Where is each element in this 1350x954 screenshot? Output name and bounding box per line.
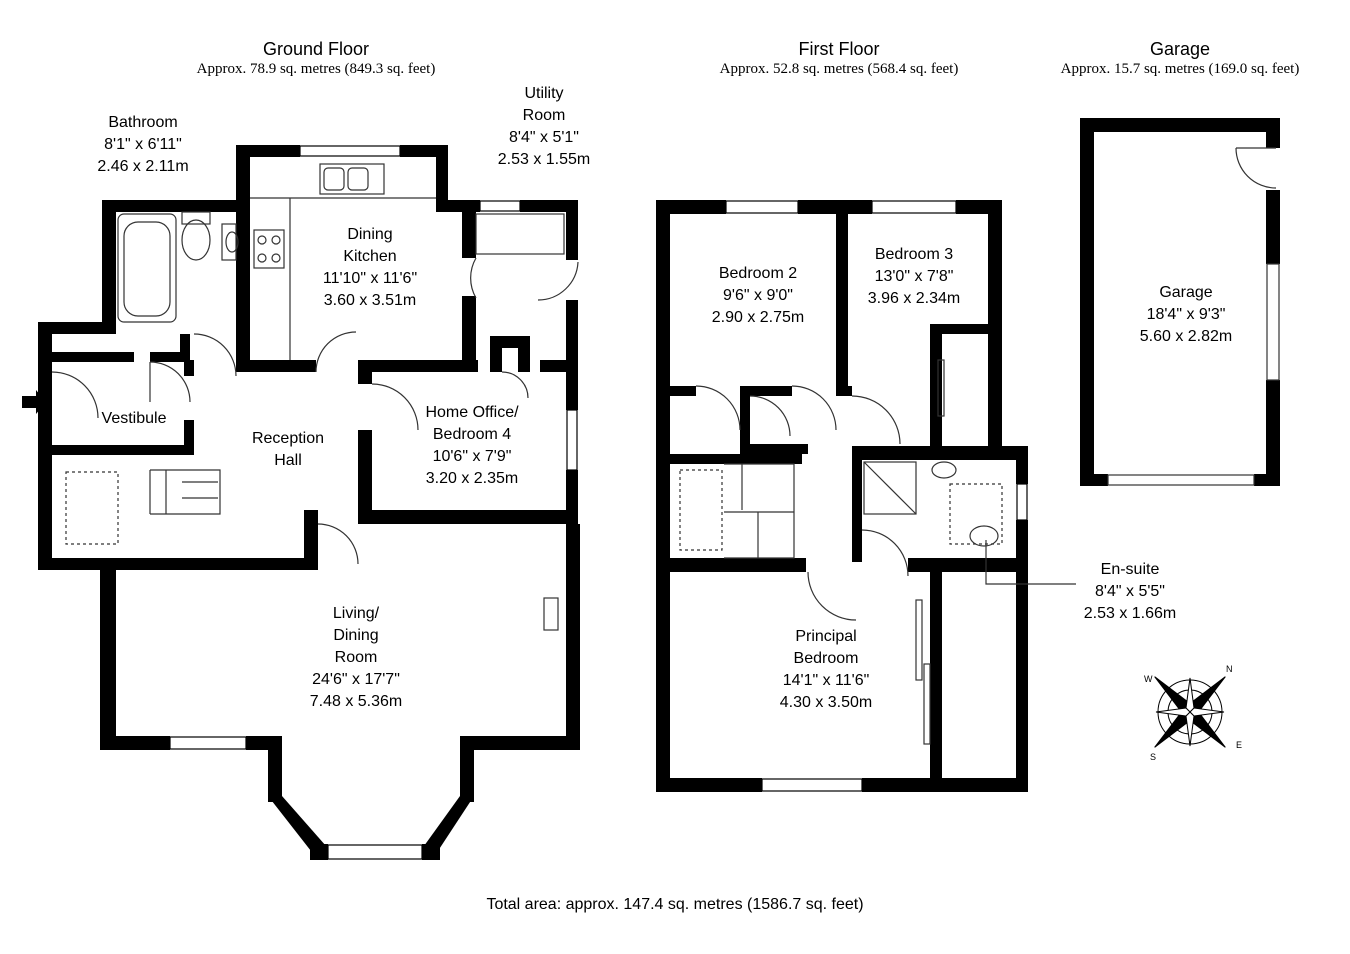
compass-letter-s: S (1150, 752, 1156, 762)
room-label-utility: Utility Room 8'4" x 5'1" 2.53 x 1.55m (498, 83, 591, 171)
room-name-line2: Dining (333, 627, 379, 644)
room-size-imperial: 8'1" x 6'11" (104, 136, 182, 153)
room-name: Living/ (332, 605, 380, 622)
garage-fixtures (1107, 147, 1280, 486)
room-size-metric: 3.60 x 3.51m (323, 292, 417, 309)
room-name: Garage (1159, 284, 1213, 301)
garage-title: Garage (1149, 39, 1211, 59)
room-label-kitchen: Dining Kitchen 11'10" x 11'6" 3.60 x 3.5… (323, 224, 417, 312)
compass-rose-icon: W N E S (1144, 664, 1242, 762)
room-size-imperial: 24'6" x 17'7" (312, 671, 400, 688)
room-size-imperial: 14'1" x 11'6" (782, 672, 870, 689)
first-floor-fixtures (679, 359, 1076, 745)
first-floor-windows (725, 200, 1028, 792)
room-size-imperial: 13'0" x 7'8" (874, 268, 954, 285)
room-size-imperial: 11'10" x 11'6" (322, 270, 418, 287)
room-size-imperial: 8'4" x 5'5" (1095, 583, 1165, 600)
room-size-metric: 4.30 x 3.50m (779, 694, 873, 711)
garage-area: Approx. 15.7 sq. metres (169.0 sq. feet) (1060, 61, 1300, 77)
room-size-metric: 3.20 x 2.35m (425, 470, 519, 487)
room-label-bedroom3: Bedroom 3 13'0" x 7'8" 3.96 x 2.34m (868, 244, 961, 310)
garage-header: Garage Approx. 15.7 sq. metres (169.0 sq… (1030, 38, 1330, 78)
room-name: Home Office/ (425, 404, 519, 421)
ground-floor-walls (38, 145, 580, 860)
room-name-line2: Room (522, 107, 566, 124)
room-name: Bedroom 3 (874, 246, 954, 263)
room-size-imperial: 10'6" x 7'9" (432, 448, 512, 465)
room-size-metric: 2.53 x 1.55m (497, 151, 591, 168)
room-label-ensuite: En-suite 8'4" x 5'5" 2.53 x 1.66m (1084, 559, 1177, 625)
room-name-line3: Room (334, 649, 378, 666)
room-label-reception: Reception Hall (252, 428, 324, 472)
room-name: Dining (347, 226, 393, 243)
entrance-arrow-icon (22, 390, 46, 414)
first-floor-title: First Floor (798, 39, 880, 59)
garage-walls (1080, 118, 1280, 486)
room-label-living: Living/ Dining Room 24'6" x 17'7" 7.48 x… (310, 603, 403, 713)
room-size-metric: 2.46 x 2.11m (97, 158, 189, 175)
room-label-principal: Principal Bedroom 14'1" x 11'6" 4.30 x 3… (780, 626, 873, 714)
room-size-metric: 5.60 x 2.82m (1139, 328, 1233, 345)
room-size-metric: 7.48 x 5.36m (309, 693, 403, 710)
room-name: Bedroom 2 (718, 265, 798, 282)
ground-floor-area: Approx. 78.9 sq. metres (849.3 sq. feet) (196, 61, 436, 77)
room-size-metric: 2.90 x 2.75m (711, 309, 805, 326)
room-name: Principal (795, 628, 857, 645)
compass-letter-e: E (1236, 740, 1242, 750)
room-size-imperial: 9'6" x 9'0" (723, 287, 793, 304)
room-label-garage: Garage 18'4" x 9'3" 5.60 x 2.82m (1140, 282, 1233, 348)
room-label-vestibule: Vestibule (102, 408, 167, 430)
room-size-imperial: 18'4" x 9'3" (1146, 306, 1226, 323)
total-area: Total area: approx. 147.4 sq. metres (15… (486, 896, 864, 913)
room-label-bathroom: Bathroom 8'1" x 6'11" 2.46 x 2.11m (97, 112, 188, 178)
first-floor-walls (656, 200, 1028, 792)
room-label-office: Home Office/ Bedroom 4 10'6" x 7'9" 3.20… (425, 402, 518, 490)
room-size-metric: 2.53 x 1.66m (1083, 605, 1177, 622)
ground-floor-header: Ground Floor Approx. 78.9 sq. metres (84… (166, 38, 466, 78)
room-name: Vestibule (101, 410, 167, 427)
room-name-line2: Bedroom 4 (432, 426, 512, 443)
ground-floor-title: Ground Floor (262, 39, 370, 59)
compass-letter-w: W (1144, 674, 1153, 684)
ground-floor-fixtures (51, 163, 579, 631)
compass-letter-n: N (1226, 664, 1233, 674)
room-name: En-suite (1100, 561, 1160, 578)
room-label-bedroom2: Bedroom 2 9'6" x 9'0" 2.90 x 2.75m (712, 263, 805, 329)
room-name: Utility (524, 85, 564, 102)
room-name-line2: Hall (274, 452, 302, 469)
room-name: Reception (251, 430, 325, 447)
room-size-imperial: 8'4" x 5'1" (509, 129, 579, 146)
room-name-line2: Kitchen (343, 248, 397, 265)
room-name-line2: Bedroom (793, 650, 859, 667)
ground-floor-windows (169, 145, 578, 860)
room-name: Bathroom (108, 114, 178, 131)
first-floor-area: Approx. 52.8 sq. metres (568.4 sq. feet) (719, 61, 959, 77)
room-size-metric: 3.96 x 2.34m (867, 290, 961, 307)
first-floor-header: First Floor Approx. 52.8 sq. metres (568… (689, 38, 989, 78)
